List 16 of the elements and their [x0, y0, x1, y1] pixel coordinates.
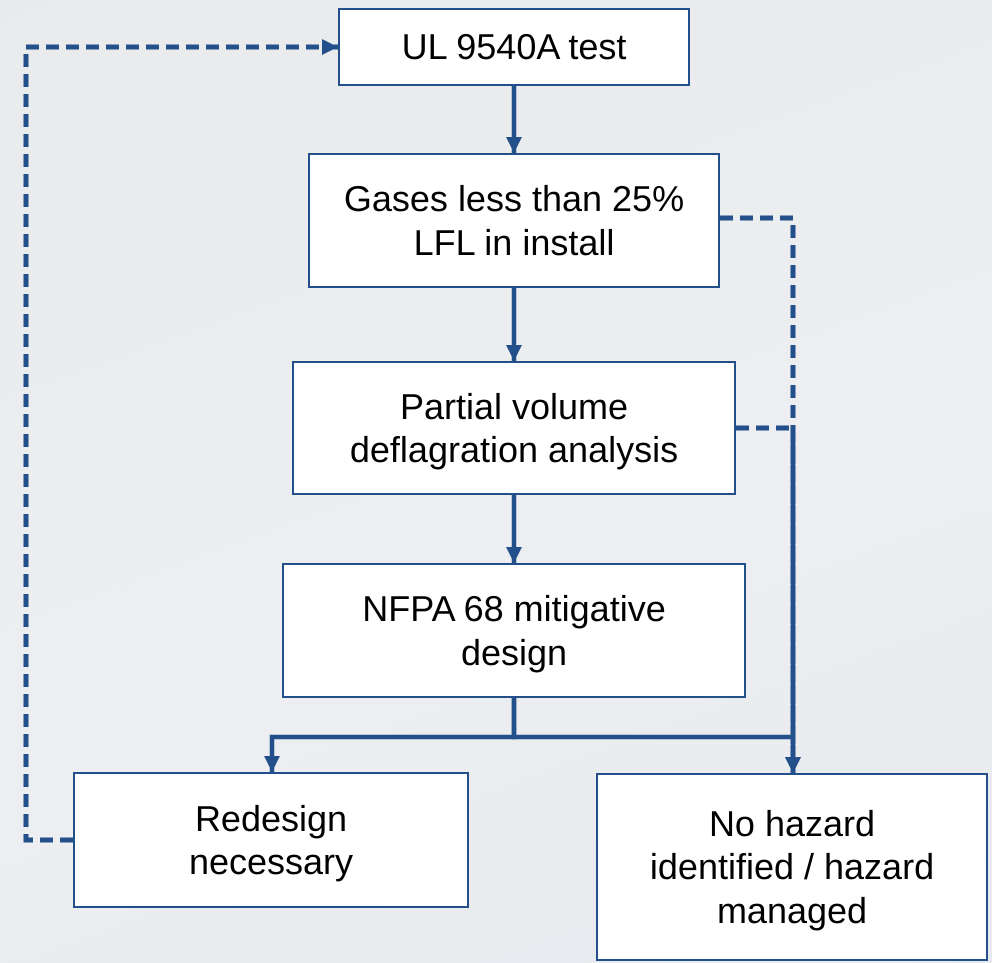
process-box [308, 153, 720, 288]
box-label: Gases less than 25% LFL in install [342, 177, 686, 264]
arrow [506, 86, 522, 153]
arrow [24, 39, 338, 842]
process-box [596, 773, 988, 961]
process-box [338, 8, 690, 86]
arrow [506, 495, 522, 563]
box-label: Partial volume deflagration analysis [348, 384, 680, 472]
arrow [506, 288, 522, 361]
box-label: No hazard identified / hazard managed [648, 802, 936, 932]
process-box [282, 563, 746, 698]
box-label: UL 9540A test [402, 25, 626, 69]
process-box [73, 772, 469, 908]
box-label: Redesign necessary [188, 796, 354, 884]
box-label: NFPA 68 mitigative design [361, 587, 667, 674]
process-box [292, 361, 736, 495]
